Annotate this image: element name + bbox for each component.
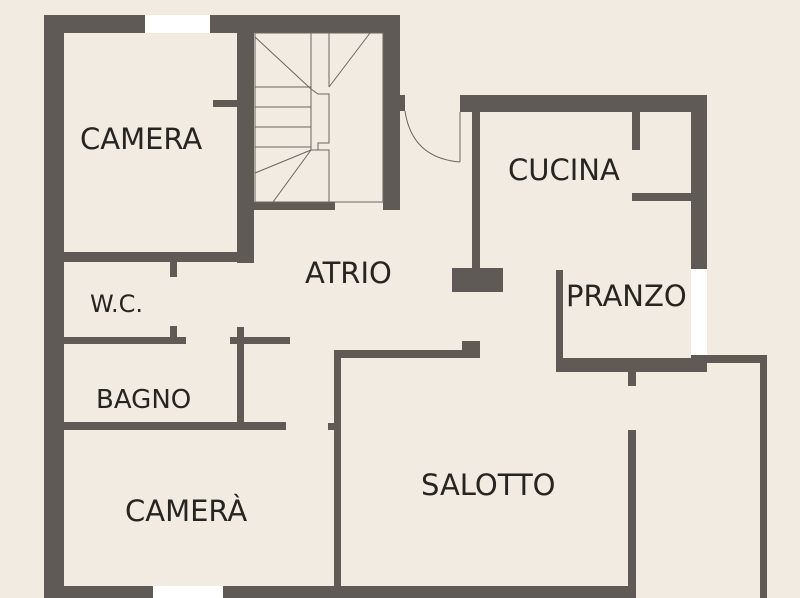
wall-stub-wc xyxy=(170,326,177,337)
wall-bagno-top xyxy=(230,337,290,344)
room-labels: CAMERA ATRIO CUCINA PRANZO W.C. BAGNO SA… xyxy=(80,122,687,528)
wall-right-outer xyxy=(760,355,767,598)
wall-salotto-left xyxy=(334,350,341,598)
label-wc: W.C. xyxy=(90,290,143,318)
wall-salotto-right xyxy=(628,430,636,598)
stair-outline xyxy=(254,32,384,203)
window-bottom xyxy=(153,586,223,598)
wall-cucina-right xyxy=(691,95,707,269)
wall-stub-pranzo xyxy=(628,372,636,386)
wall-cucina-top xyxy=(460,95,707,112)
window-top xyxy=(145,15,210,33)
label-camera-bottom: CAMERÀ xyxy=(125,494,247,528)
wall-stair-bottom xyxy=(248,202,335,210)
wall-door-jamb xyxy=(383,95,405,111)
label-cucina: CUCINA xyxy=(508,153,620,187)
wall-bagno-bottom xyxy=(64,422,286,430)
wall-cucina-left xyxy=(472,95,480,270)
entrance-door xyxy=(404,110,461,163)
wall-salotto-pillar xyxy=(462,341,480,358)
wall-stub-cucina xyxy=(632,112,640,150)
wall-camera-bottom xyxy=(64,252,254,262)
wall-top-outer xyxy=(44,15,400,33)
stair-steps xyxy=(254,32,371,203)
label-salotto: SALOTTO xyxy=(421,468,555,502)
wall-stair-right xyxy=(383,15,400,210)
wall-salotto-top xyxy=(334,350,480,358)
window-pranzo xyxy=(691,269,707,355)
wall-wc-bottom xyxy=(64,337,186,344)
wall-pranzo-bottom xyxy=(556,358,707,372)
wall-cucina-pranzo xyxy=(632,193,692,201)
door-swing-arc xyxy=(404,110,461,163)
wall-camera-right xyxy=(237,33,254,263)
label-camera-top: CAMERA xyxy=(80,122,202,156)
wall-pranzo-left xyxy=(556,270,563,372)
staircase xyxy=(254,32,384,203)
wall-left-outer xyxy=(44,15,64,598)
wall-right-top xyxy=(691,355,767,363)
label-atrio: ATRIO xyxy=(305,256,392,290)
label-pranzo: PRANZO xyxy=(566,279,687,313)
wall-stub-wc-top xyxy=(170,262,177,277)
wall-stub-salotto xyxy=(328,423,340,430)
wall-stub-camera xyxy=(213,100,237,107)
label-bagno: BAGNO xyxy=(96,385,191,415)
windows xyxy=(145,15,707,598)
wall-bottom-outer xyxy=(44,586,636,598)
wall-bagno-right xyxy=(237,327,244,423)
pillar-cucina xyxy=(452,268,503,292)
